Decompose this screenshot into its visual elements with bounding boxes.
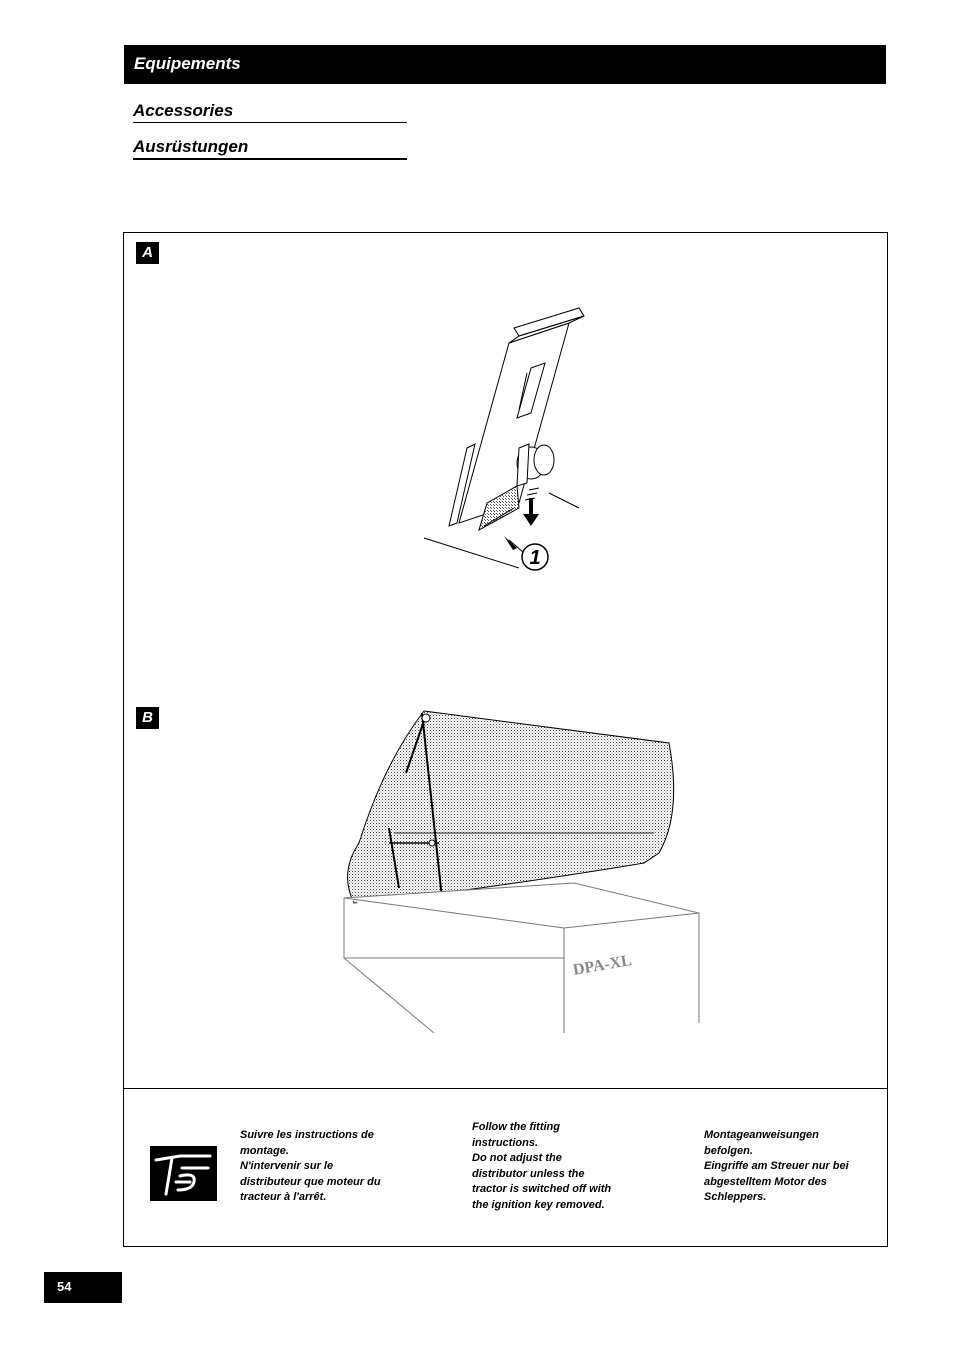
subtitle-accessories: Accessories	[133, 101, 407, 123]
page-number-box: 54	[44, 1272, 122, 1303]
note-fr-line: N'intervenir sur le	[240, 1160, 334, 1172]
note-fr-line: Suivre les instructions de	[240, 1129, 374, 1141]
note-german: Montageanweisungen befolgen. Eingriffe a…	[704, 1128, 879, 1206]
figure-label-a: A	[136, 242, 159, 264]
header-bar: Equipements	[124, 45, 886, 84]
note-en-line: Do not adjust the	[472, 1152, 562, 1164]
illustration-a-shutter: 1	[423, 307, 585, 571]
note-english: Follow the fitting instructions. Do not …	[472, 1120, 642, 1213]
page-number: 54	[57, 1279, 72, 1294]
note-de-line: abgestelltem Motor des	[704, 1175, 827, 1188]
note-fr-line: montage.	[240, 1144, 289, 1157]
note-de-line: befolgen.	[704, 1144, 753, 1157]
note-fr-line: distributeur que moteur du	[240, 1175, 381, 1188]
note-fr-line: tracteur à l'arrêt.	[240, 1191, 327, 1203]
illustration-b-hopper-cover: DPA-XL	[343, 710, 700, 1033]
figure-frame: A B	[123, 232, 888, 1247]
note-de-line: Schleppers.	[704, 1191, 767, 1203]
page-title: Equipements	[134, 54, 241, 73]
subtitle-ausrustungen: Ausrüstungen	[133, 137, 407, 160]
manual-instructions-icon	[150, 1146, 217, 1201]
note-en-line: tractor is switched off with	[472, 1183, 612, 1195]
note-de-line: Montageanweisungen	[704, 1129, 819, 1141]
note-en-line: instructions.	[472, 1136, 539, 1149]
section-divider	[124, 1088, 887, 1089]
note-en-line: distributor unless the	[472, 1167, 585, 1180]
note-de-line: Eingriffe am Streuer nur bei	[704, 1160, 849, 1172]
note-french: Suivre les instructions de montage. N'in…	[240, 1128, 415, 1206]
figure-label-b: B	[136, 707, 159, 729]
note-en-line: Follow the fitting	[472, 1121, 560, 1133]
note-en-line: the ignition key removed.	[472, 1198, 605, 1211]
callout-number: 1	[529, 547, 540, 569]
